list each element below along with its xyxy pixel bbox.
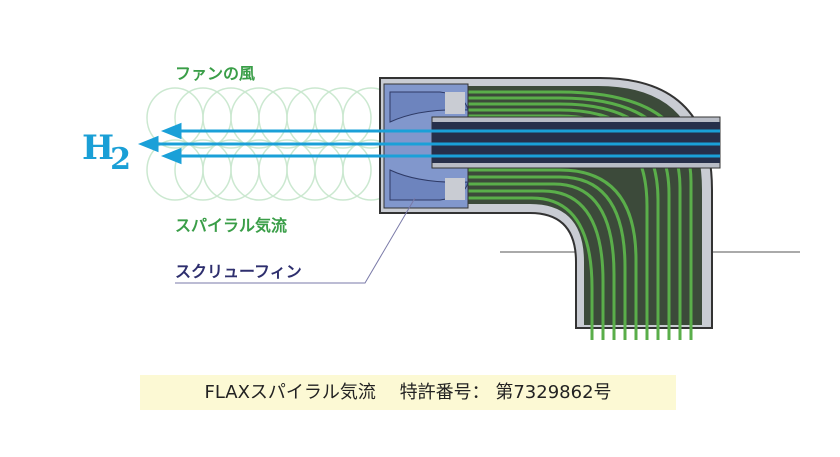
spiral-loop [286, 87, 344, 149]
patent-caption: FLAXスパイラル気流 特許番号： 第7329862号 [140, 375, 676, 410]
fiber-line [468, 182, 616, 340]
h2-arrows [137, 122, 720, 165]
fiber-line [468, 175, 627, 340]
h2-label: H2 [82, 128, 131, 177]
fiber-line [468, 189, 605, 340]
fiber-line [468, 90, 693, 340]
spiral-airflow-label: スパイラル気流 [175, 216, 288, 235]
fan-wind-label: ファンの風 [175, 64, 256, 83]
spiral-loop [230, 87, 288, 149]
spiral-loop [258, 139, 316, 201]
spiral-loop [146, 139, 204, 201]
spiral-airflow-graphic [146, 87, 400, 201]
spiral-loop [314, 87, 372, 149]
spiral-loop [202, 87, 260, 149]
fiber-line [468, 168, 638, 340]
spiral-loop [174, 139, 232, 201]
spiral-loop [314, 139, 372, 201]
fan-hub-bottom [445, 178, 465, 200]
spiral-loop [286, 139, 344, 201]
screw-fin-label: スクリューフィン [175, 262, 302, 281]
spiral-loop [174, 87, 232, 149]
spiral-loop [202, 139, 260, 201]
spiral-loop [146, 87, 204, 149]
spiral-loop [258, 87, 316, 149]
screw-fin-leader-line [175, 197, 416, 284]
spiral-loop [230, 139, 288, 201]
fan-hub-top [445, 92, 465, 114]
fiber-line [468, 196, 594, 340]
